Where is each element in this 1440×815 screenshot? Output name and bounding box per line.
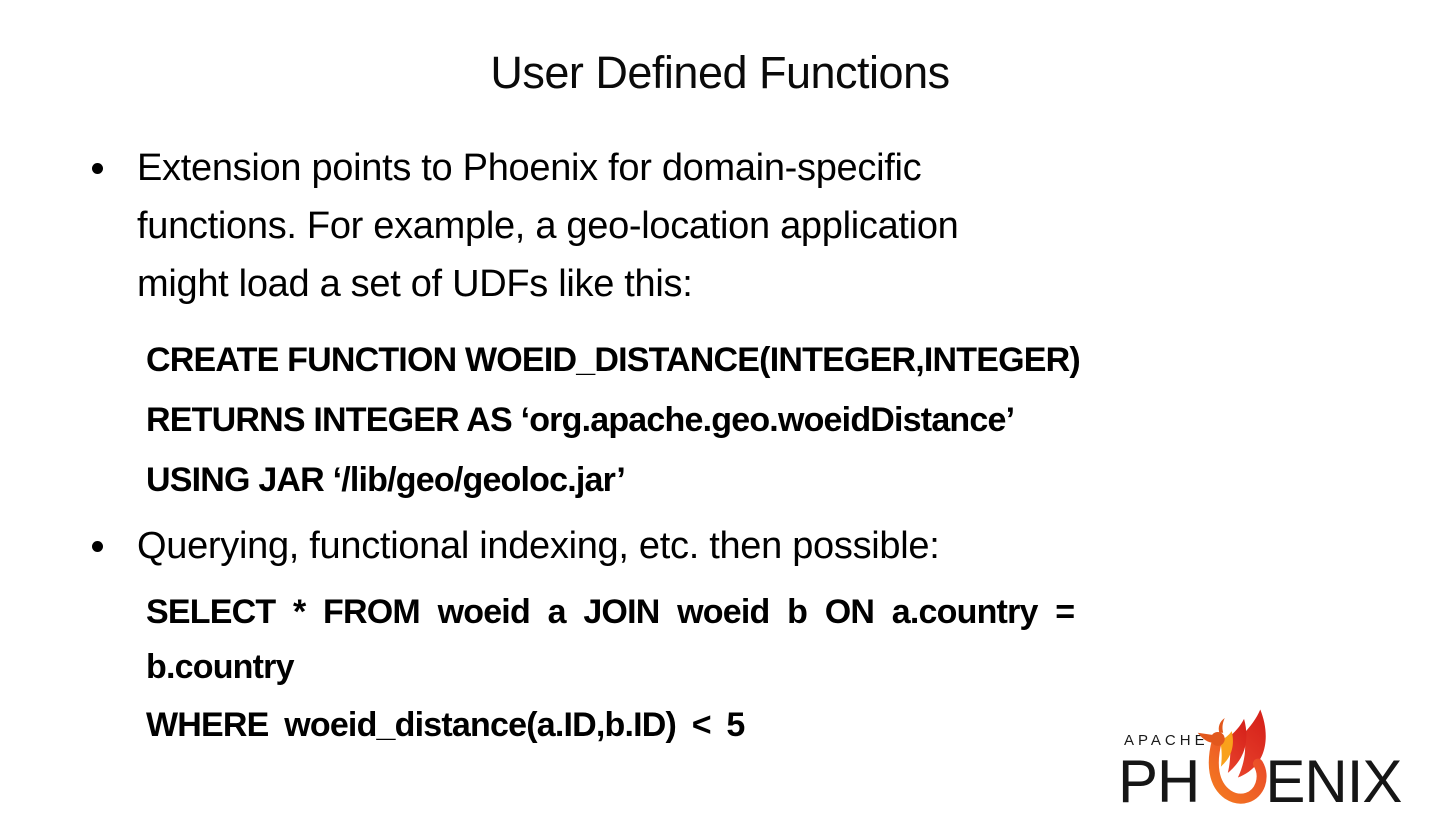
phoenix-crest bbox=[1219, 718, 1226, 733]
logo-text-enix: ENIX bbox=[1265, 748, 1402, 815]
phoenix-body bbox=[1209, 735, 1267, 804]
code-line: CREATE FUNCTION WOEID_DISTANCE(INTEGER,I… bbox=[146, 341, 1081, 379]
bullet-marker bbox=[92, 541, 103, 552]
code-block-where: WHERE woeid_distance(a.ID,b.ID) < 5 bbox=[146, 698, 745, 753]
bullet-line: might load a set of UDFs like this: bbox=[137, 263, 693, 305]
logo-text-ph: PH bbox=[1118, 748, 1200, 815]
code-line: SELECT * FROM woeid a JOIN woeid b ON a.… bbox=[146, 593, 1075, 631]
apache-phoenix-logo: APACHE PH bbox=[1118, 702, 1436, 815]
bullet-item-extension-points: Extension points to Phoenix for domain-s… bbox=[137, 139, 959, 313]
bullet-item-querying: Querying, functional indexing, etc. then… bbox=[137, 517, 940, 575]
code-line: RETURNS INTEGER AS ‘org.apache.geo.woeid… bbox=[146, 401, 1015, 439]
bullet-line: Querying, functional indexing, etc. then… bbox=[137, 525, 940, 567]
bullet-line: Extension points to Phoenix for domain-s… bbox=[137, 147, 922, 189]
code-block-create-function: CREATE FUNCTION WOEID_DISTANCE(INTEGER,I… bbox=[146, 330, 1081, 510]
bullet-line: functions. For example, a geo-location a… bbox=[137, 205, 959, 247]
phoenix-bird-icon bbox=[1198, 709, 1267, 804]
code-line: b.country bbox=[146, 648, 295, 686]
code-line: USING JAR ‘/lib/geo/geoloc.jar’ bbox=[146, 461, 626, 499]
phoenix-beak bbox=[1198, 732, 1215, 743]
code-line: WHERE woeid_distance(a.ID,b.ID) < 5 bbox=[146, 706, 745, 744]
bullet-marker bbox=[92, 163, 103, 174]
phoenix-head bbox=[1211, 731, 1226, 746]
flame-plume-middle bbox=[1228, 718, 1247, 773]
slide-title: User Defined Functions bbox=[490, 47, 950, 98]
phoenix-wordmark: PH bbox=[1118, 704, 1402, 815]
code-block-select: SELECT * FROM woeid a JOIN woeid b ON a.… bbox=[146, 585, 1075, 695]
apache-label: APACHE bbox=[1124, 732, 1209, 749]
